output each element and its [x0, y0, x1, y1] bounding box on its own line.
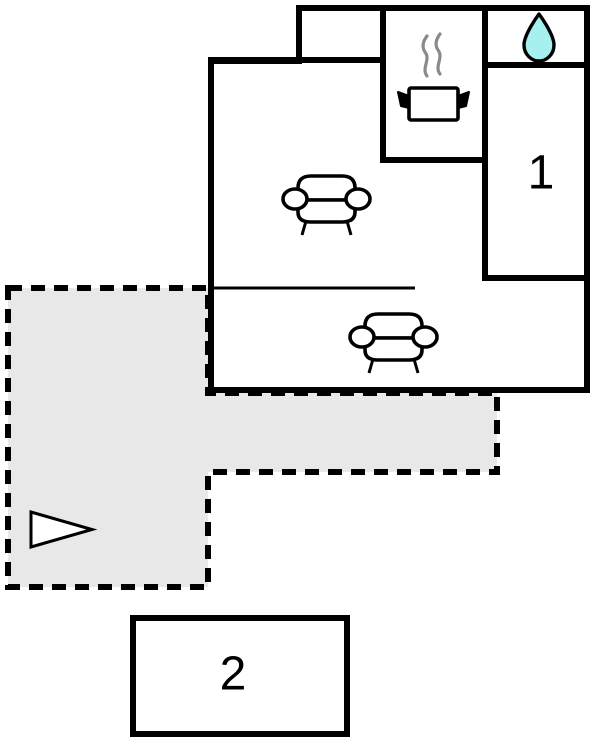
sofa-leg-right: [345, 220, 353, 236]
pot-body: [407, 86, 460, 122]
room-label-one: 1: [528, 147, 555, 200]
cooking-pot-icon: [397, 32, 470, 122]
sofa-icon: [348, 312, 439, 374]
outbuilding-two: 2: [130, 615, 350, 737]
outbuilding-two-outline: [130, 615, 350, 737]
sofa-arm-right: [344, 187, 372, 211]
water-drop-shape: [522, 12, 556, 63]
sofa-arm-right: [411, 325, 439, 349]
steam-line-left: [421, 34, 429, 78]
sofa-arm-left: [348, 325, 376, 349]
sofa-icon: [281, 174, 372, 236]
sofa-leg-left: [367, 358, 375, 374]
sofa-seat: [363, 336, 424, 362]
house-walls: [208, 5, 590, 393]
steam-line-right: [434, 32, 442, 76]
room-label-two: 2: [220, 648, 247, 701]
sofa-leg-left: [300, 220, 308, 236]
direction-triangle-icon: [29, 510, 98, 549]
sofa-arm-left: [281, 187, 309, 211]
sofa-leg-right: [412, 358, 420, 374]
sofa-seat: [296, 198, 357, 224]
water-drop-icon: [522, 12, 556, 63]
house-interior-fill: [208, 5, 590, 393]
